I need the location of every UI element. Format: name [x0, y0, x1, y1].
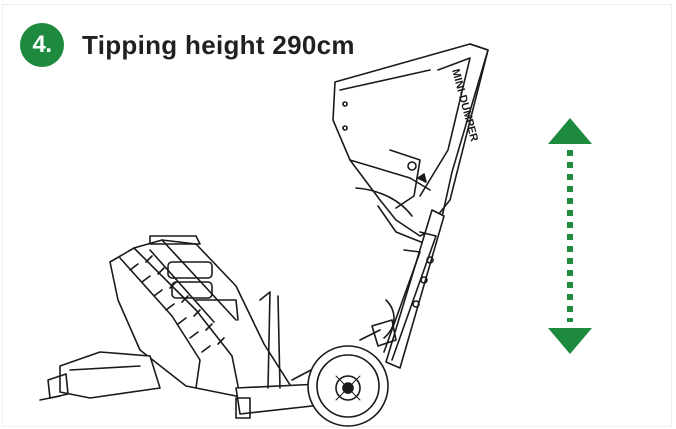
wheel — [307, 345, 389, 427]
double-vertical-arrow-icon — [548, 118, 592, 354]
step-title: Tipping height 290cm — [82, 29, 355, 60]
raised-hopper: MINI-DUMPER — [332, 43, 489, 245]
illustration-frame — [2, 4, 672, 427]
lift-mast — [359, 209, 445, 369]
step-header: 4. Tipping height 290cm — [20, 23, 355, 67]
chassis — [39, 235, 331, 419]
step-number-badge: 4. — [20, 23, 64, 67]
